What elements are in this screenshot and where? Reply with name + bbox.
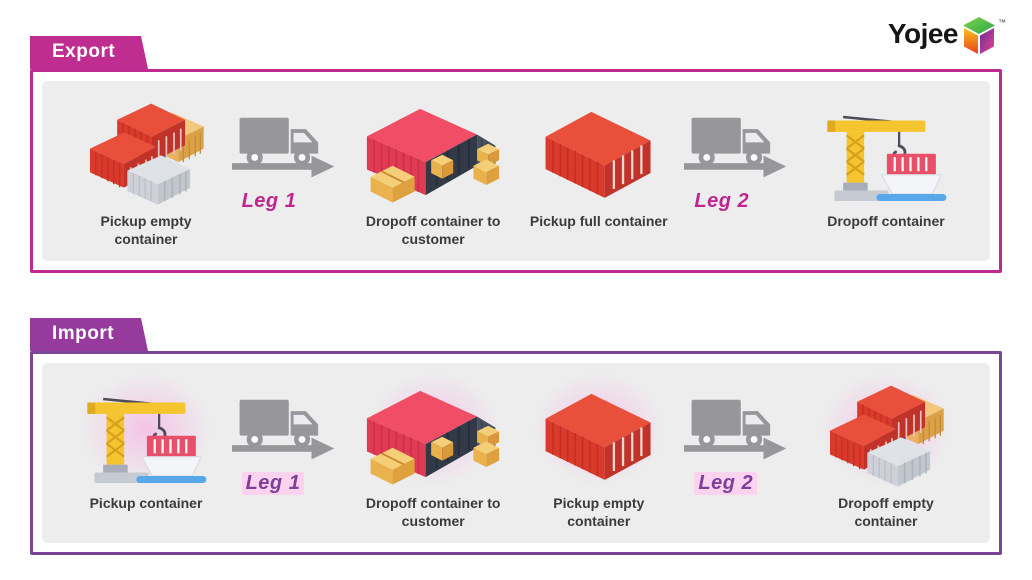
step-label: Pickup container <box>89 495 203 511</box>
leg-2-import: Leg 2 <box>684 363 800 543</box>
open-container-boxes-icon <box>366 107 501 204</box>
export-tab: Export <box>30 36 148 69</box>
leg-1-export: Leg 1 <box>231 81 348 261</box>
leg-label: Leg 1 <box>241 189 297 212</box>
leg-label: Leg 2 <box>694 471 758 495</box>
crane-ship-icon <box>825 115 948 203</box>
leg-label: Leg 1 <box>241 471 305 495</box>
step-pickup-empty-container: Pickup empty container <box>66 81 226 261</box>
step-dropoff-container-to-customer: Dropoff container to customer <box>353 81 513 261</box>
truck-arrow-icon <box>684 399 787 459</box>
step-label: Dropoff container to customer <box>365 213 501 247</box>
truck-arrow-icon <box>684 117 787 177</box>
export-panel: Pickup empty container Leg 1 Dropoff con… <box>30 69 1002 273</box>
step-label: Pickup full container <box>529 213 668 229</box>
step-pickup-container: Pickup container <box>66 363 226 543</box>
yojee-logo: Yojee ™ <box>888 14 1006 56</box>
step-label: Dropoff container to customer <box>365 495 501 529</box>
step-label: Pickup empty container <box>553 495 645 529</box>
stacked-containers-icon <box>89 102 205 206</box>
step-label: Pickup empty container <box>100 213 192 247</box>
import-tab: Import <box>30 318 148 351</box>
import-section: Import Pickup container Leg 1 Dropoff co… <box>30 318 1002 555</box>
crane-ship-icon <box>85 397 208 485</box>
trademark-symbol: ™ <box>998 18 1006 27</box>
truck-arrow-icon <box>231 399 334 459</box>
yojee-logo-text: Yojee <box>887 18 959 49</box>
export-section: Export Pickup empty container Leg 1 Drop… <box>30 36 1002 273</box>
export-flow: Pickup empty container Leg 1 Dropoff con… <box>42 81 990 261</box>
import-flow: Pickup container Leg 1 Dropoff container… <box>42 363 990 543</box>
open-container-boxes-icon <box>366 389 501 486</box>
import-panel: Pickup container Leg 1 Dropoff container… <box>30 351 1002 555</box>
step-pickup-empty-container: Pickup empty container <box>519 363 679 543</box>
leg-label: Leg 2 <box>694 189 750 212</box>
step-dropoff-empty-container: Dropoff empty container <box>806 363 966 543</box>
leg-2-export: Leg 2 <box>684 81 800 261</box>
step-label: Dropoff empty container <box>838 495 934 529</box>
step-label: Dropoff container <box>827 213 945 229</box>
truck-arrow-icon <box>231 117 334 177</box>
leg-1-import: Leg 1 <box>231 363 348 543</box>
closed-container-icon <box>544 392 652 481</box>
step-dropoff-container-to-customer: Dropoff container to customer <box>353 363 513 543</box>
step-dropoff-container: Dropoff container <box>806 81 966 261</box>
stacked-containers-icon <box>829 384 945 488</box>
step-pickup-full-container: Pickup full container <box>519 81 679 261</box>
closed-container-icon <box>544 110 652 199</box>
